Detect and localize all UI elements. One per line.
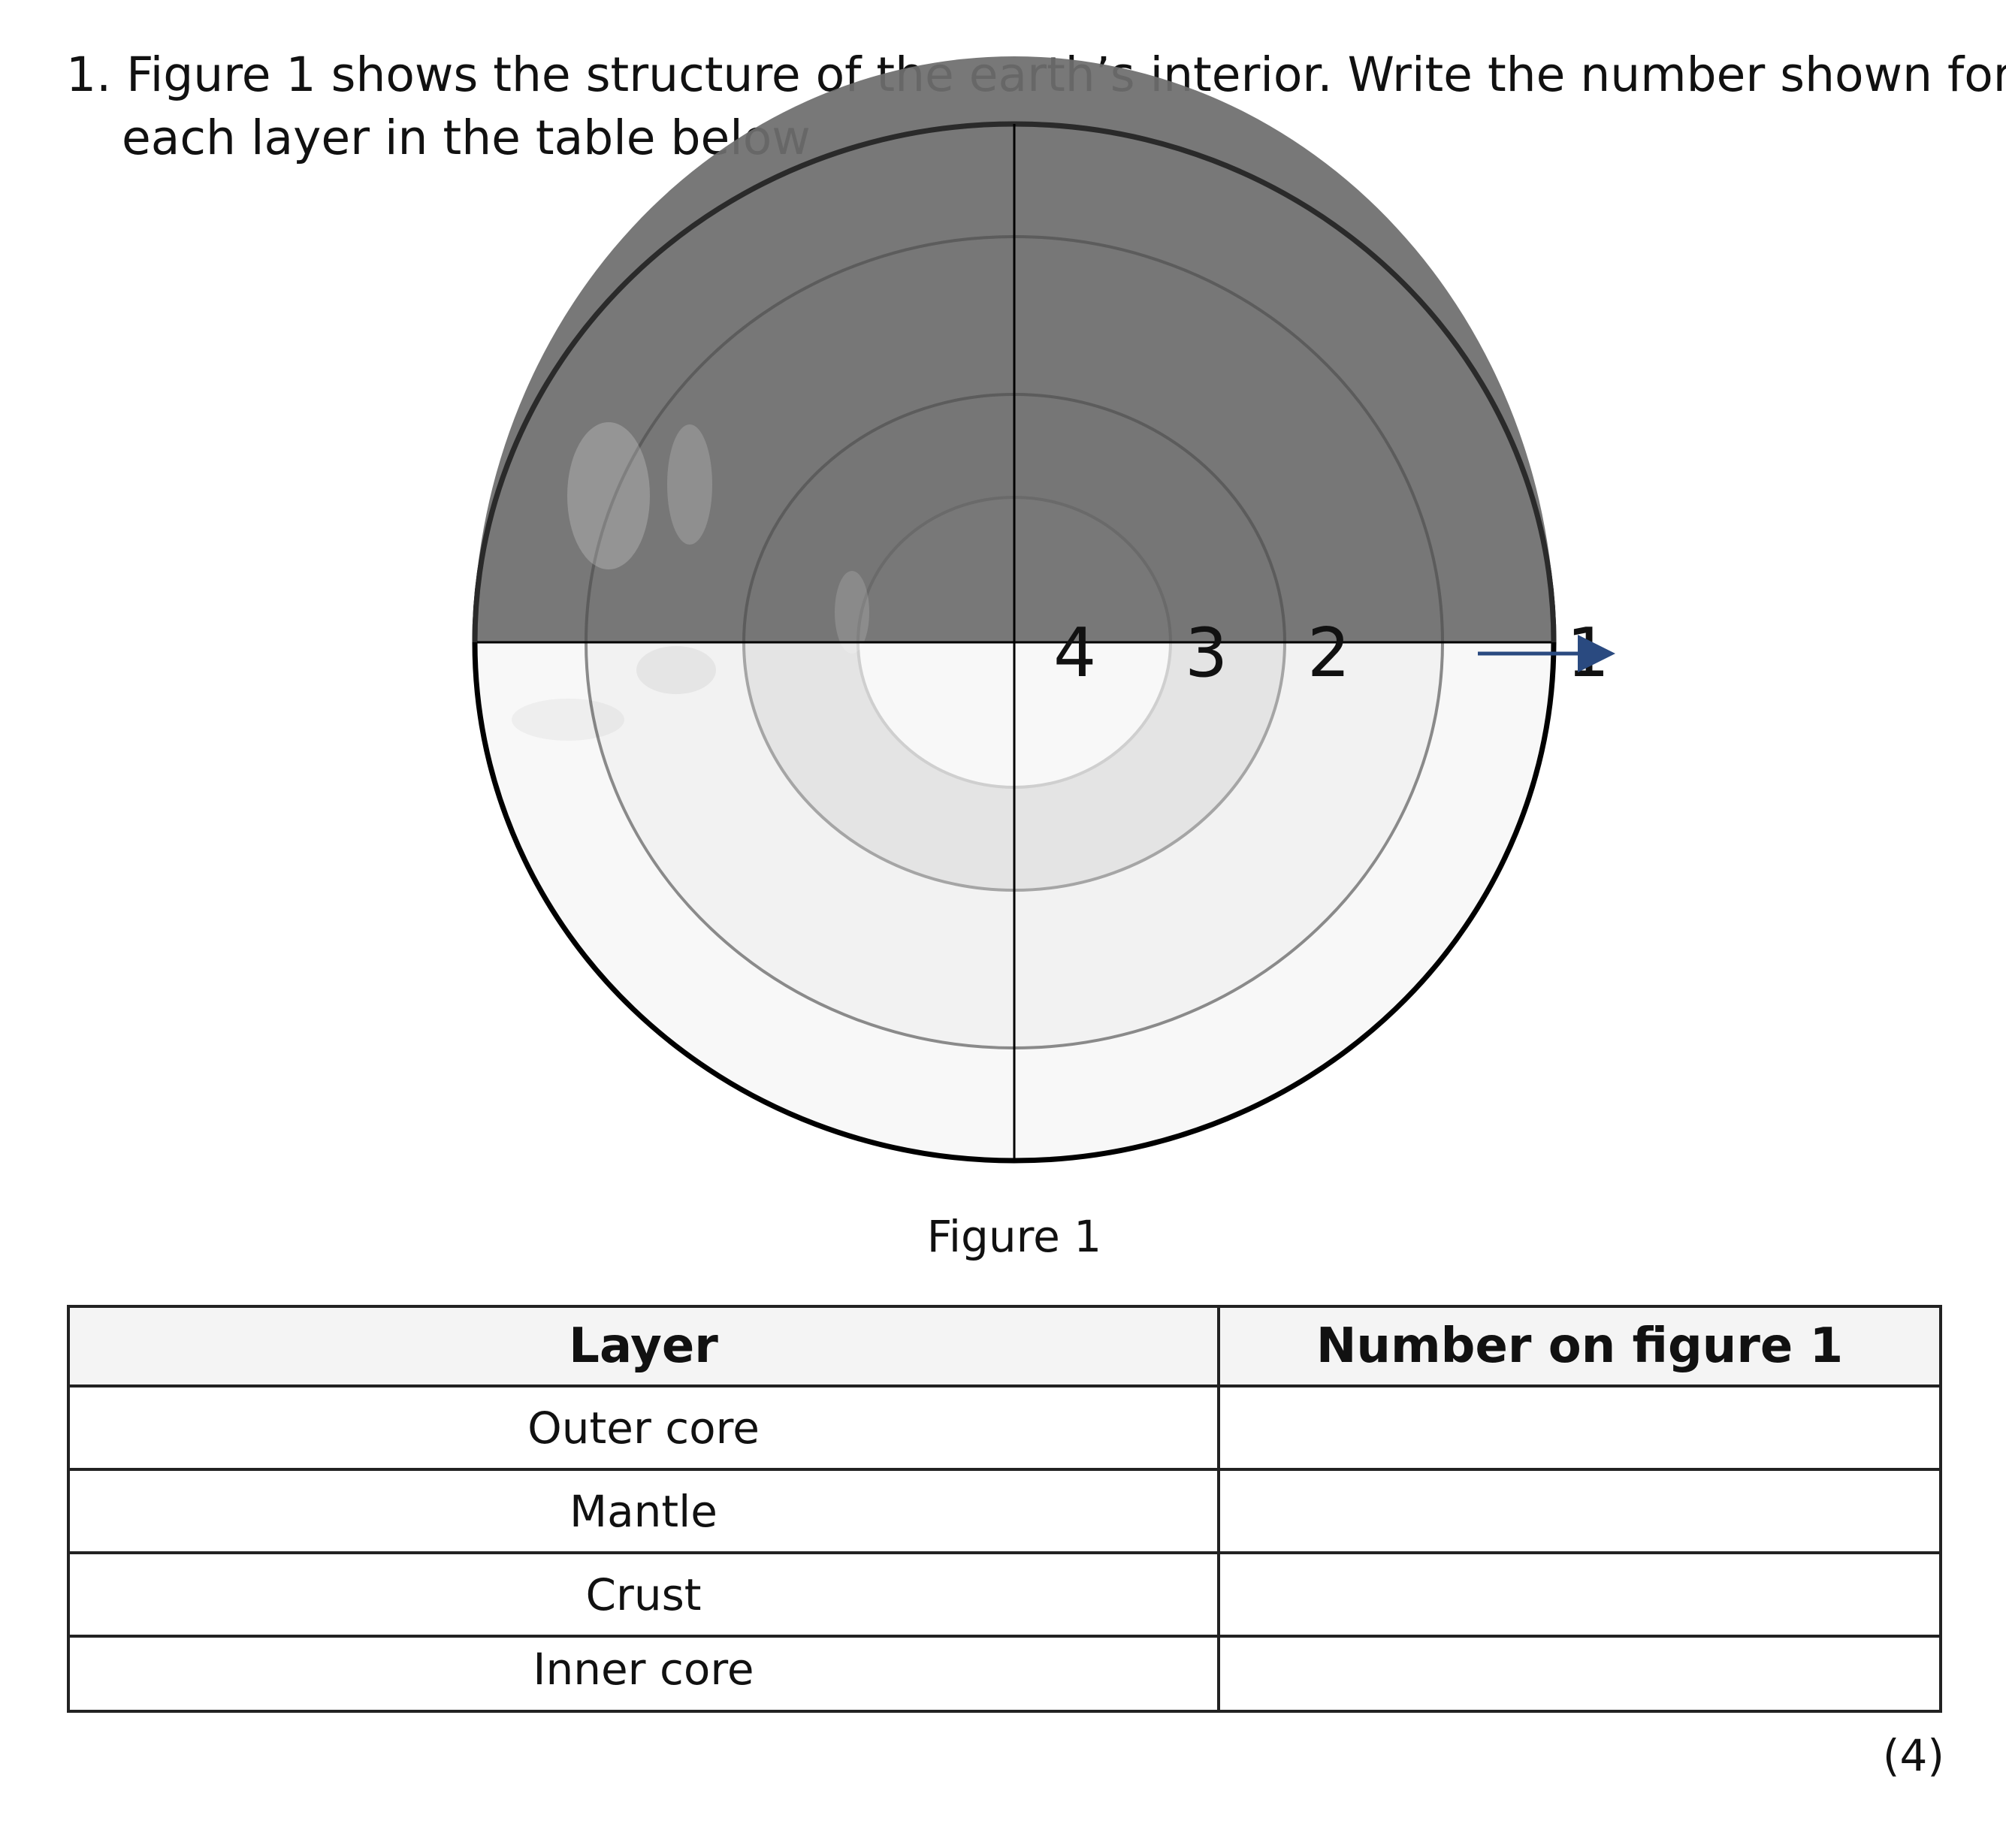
answer-cell[interactable] (1217, 1551, 1942, 1638)
header-number: Number on figure 1 (1217, 1305, 1942, 1388)
figure-caption: Figure 1 (926, 1211, 1102, 1262)
table-row: Mantle (67, 1468, 1942, 1554)
answer-cell[interactable] (1217, 1635, 1942, 1713)
table-header-row: Layer Number on figure 1 (67, 1305, 1942, 1388)
header-layer: Layer (67, 1305, 1220, 1388)
answer-cell[interactable] (1217, 1384, 1942, 1471)
label-2: 2 (1307, 614, 1350, 693)
highlight-spot (835, 571, 869, 654)
earth-structure-figure: 4 3 2 1 (472, 56, 1615, 1164)
layer-name: Outer core (67, 1384, 1220, 1471)
highlight-spot (667, 424, 712, 545)
question-line-2: each layer in the table below (122, 110, 811, 165)
marks-label: (4) (1882, 1730, 1944, 1781)
answer-cell[interactable] (1217, 1468, 1942, 1554)
shadow-spot (636, 646, 716, 694)
label-3: 3 (1185, 614, 1228, 693)
layer-name: Crust (67, 1551, 1220, 1638)
shadow-spot (512, 699, 624, 741)
highlight-spot (567, 422, 650, 569)
label-4: 4 (1053, 614, 1096, 693)
table-row: Crust (67, 1551, 1942, 1638)
layer-table: Layer Number on figure 1 Outer core Mant… (67, 1305, 1942, 1713)
table-row: Inner core (67, 1635, 1942, 1713)
layer-name: Mantle (67, 1468, 1220, 1554)
layer-name: Inner core (67, 1635, 1220, 1713)
table-row: Outer core (67, 1384, 1942, 1471)
